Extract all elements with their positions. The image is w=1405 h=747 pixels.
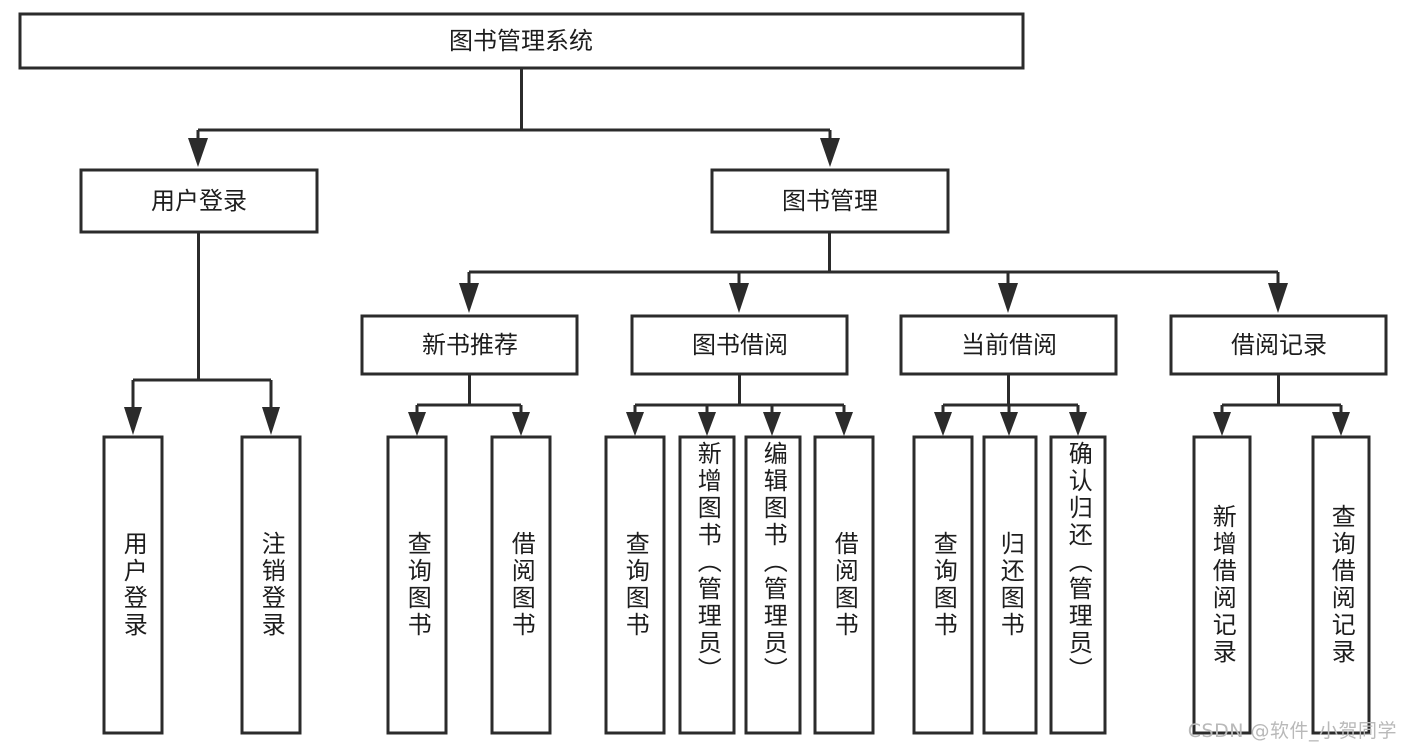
leaf-box-logout-login[interactable] [240, 435, 302, 735]
arrowhead-to-user-login [188, 138, 208, 167]
arrowheads-user-login-leaves [124, 407, 280, 435]
leaf-box-nb-query-book[interactable] [386, 435, 448, 735]
node-book-manage-label: 图书管理 [782, 187, 878, 215]
leaf-box-bb-borrow-book[interactable] [813, 435, 875, 735]
leaf-box-cb-query-book[interactable] [912, 435, 974, 735]
leaf-box-bb-query-book[interactable] [604, 435, 666, 735]
node-root-system[interactable]: 图书管理系统 [18, 12, 1025, 70]
connector-book-borrow-bus [633, 374, 846, 412]
leaf-box-br-add-record[interactable] [1192, 435, 1252, 735]
node-user-login[interactable]: 用户登录 [79, 168, 319, 234]
leaf-box-cb-return-book[interactable] [982, 435, 1038, 735]
node-book-manage[interactable]: 图书管理 [710, 168, 950, 234]
arrowhead-to-book-manage [820, 138, 840, 167]
leaf-box-nb-borrow-book[interactable] [490, 435, 552, 735]
node-user-login-label: 用户登录 [151, 187, 247, 215]
csdn-watermark: CSDN @软件_小贺同学 [1187, 720, 1397, 742]
arrowheads-to-level3 [459, 283, 1288, 313]
node-borrow-record-label: 借阅记录 [1231, 331, 1327, 359]
connector-new-book-bus [415, 374, 523, 412]
node-book-borrow[interactable]: 图书借阅 [630, 314, 849, 376]
leaf-box-bb-add-book-admin[interactable] [678, 435, 736, 735]
arrowheads-new-book-leaves [408, 412, 530, 436]
node-current-borrow[interactable]: 当前借阅 [899, 314, 1118, 376]
node-book-borrow-label: 图书借阅 [692, 331, 788, 359]
node-root-label: 图书管理系统 [449, 27, 593, 55]
leaf-box-bb-edit-book-admin[interactable] [744, 435, 802, 735]
node-new-book-recommend-label: 新书推荐 [422, 331, 518, 359]
node-new-book-recommend[interactable]: 新书推荐 [360, 314, 579, 376]
connector-user-login-bus [131, 232, 273, 407]
node-current-borrow-label: 当前借阅 [961, 331, 1057, 359]
leaf-box-br-query-record[interactable] [1311, 435, 1371, 735]
leaf-box-user-login[interactable] [102, 435, 164, 735]
connector-current-borrow-bus [941, 374, 1080, 412]
node-borrow-record[interactable]: 借阅记录 [1169, 314, 1388, 376]
arrowheads-current-borrow-leaves [934, 412, 1087, 436]
connector-book-manage-bus [467, 232, 1280, 283]
arrowheads-borrow-record-leaves [1213, 412, 1350, 436]
leaf-box-cb-confirm-return-admin[interactable] [1049, 435, 1107, 735]
connector-borrow-record-bus [1220, 374, 1343, 412]
arrowheads-book-borrow-leaves [626, 412, 853, 436]
connector-root-stem [196, 68, 832, 138]
